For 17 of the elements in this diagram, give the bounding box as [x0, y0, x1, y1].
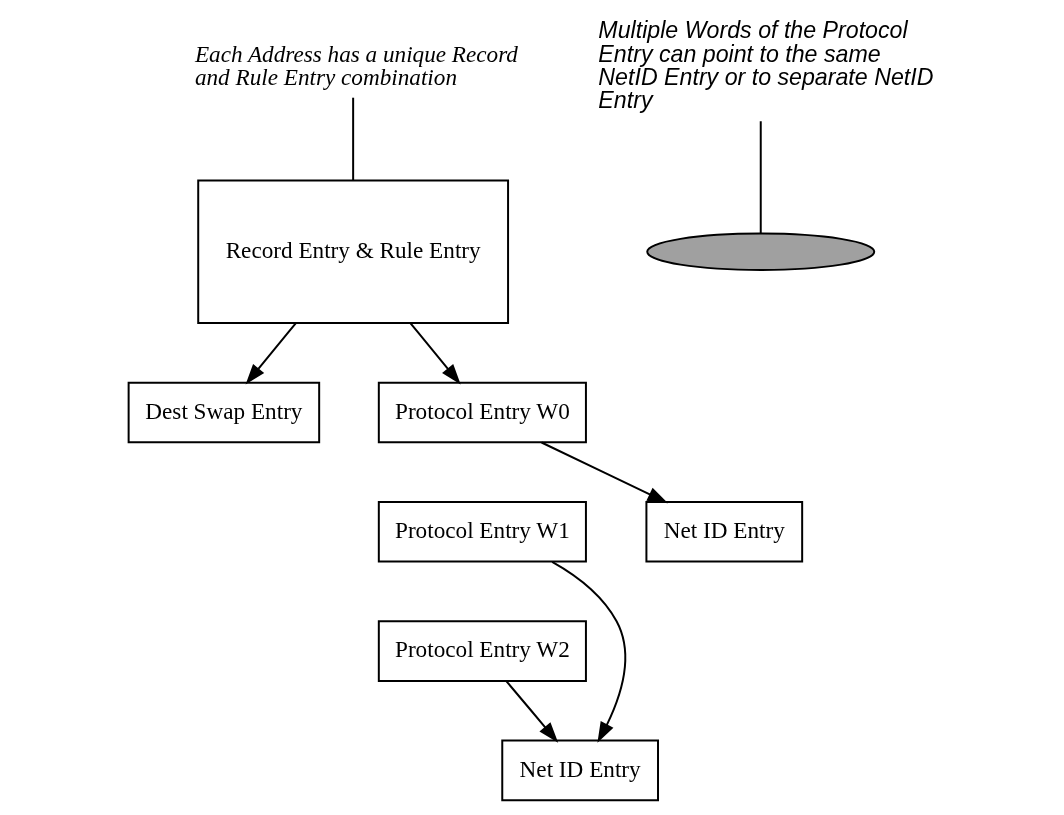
connector: [351, 96, 354, 181]
node-text: Each Address has a unique Record and Rule Entry combination: [194, 40, 518, 90]
node-box: Protocol Entry W1: [377, 500, 587, 563]
arrow: [409, 322, 461, 385]
arrow: [550, 560, 626, 743]
node-box: Record Entry & Rule Entry: [196, 179, 509, 324]
connector: [759, 120, 762, 235]
node-text: Multiple Words of the Protocol Entry can point to the same NetID Entry or to separate NetID Entry: [597, 17, 933, 113]
arrow: [505, 680, 558, 743]
arrow: [245, 322, 297, 385]
node-box: Dest Swap Entry: [127, 381, 320, 444]
node-ellipse: [645, 232, 875, 271]
node-box: Net ID Entry: [500, 739, 659, 802]
node-box: Protocol Entry W2: [377, 620, 587, 682]
node-box: Net ID Entry: [644, 500, 803, 563]
arrow: [540, 441, 668, 504]
node-box: Protocol Entry W0: [377, 381, 587, 444]
